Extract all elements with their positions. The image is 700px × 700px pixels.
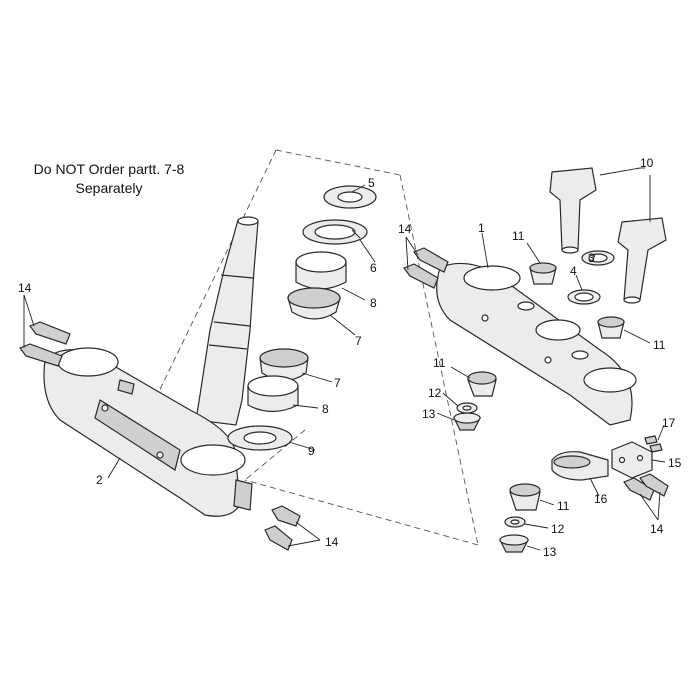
callout-12-b: 12	[551, 522, 565, 536]
part-16-clamp	[551, 451, 609, 481]
part-14-bolts-bottom	[264, 505, 301, 551]
part-14-bolts-right	[623, 473, 669, 501]
part-17-screws	[644, 435, 663, 453]
callout-14-bottom: 14	[325, 535, 339, 549]
part-11-rubber-mount-b	[597, 316, 625, 339]
part-11-rubber-mount-d	[509, 483, 541, 511]
part-7-bearing-upper	[287, 287, 341, 320]
callout-5: 5	[368, 176, 375, 190]
part-10-handlebar-riser-left	[549, 167, 597, 254]
callout-14-right: 14	[650, 522, 664, 536]
callout-3: 3	[588, 251, 595, 265]
callout-7-lower: 7	[334, 376, 341, 390]
callout-15: 15	[668, 456, 682, 470]
note-line-2: Separately	[75, 180, 143, 196]
part-14-bolts-left	[19, 321, 71, 367]
part-8-bearing-cup-lower	[247, 375, 299, 413]
part-6-washer	[302, 219, 368, 245]
part-3-cap	[581, 250, 615, 266]
callout-16: 16	[594, 492, 608, 506]
part-1-upper-triple-clamp	[436, 262, 637, 426]
part-11-rubber-mount-c	[467, 371, 497, 397]
callout-9: 9	[308, 444, 315, 458]
part-12-washer-a	[456, 402, 478, 414]
leader-lines	[23, 167, 666, 551]
callout-11-b: 11	[653, 338, 666, 352]
callout-7-upper: 7	[355, 334, 362, 348]
part-4-washer	[567, 289, 601, 305]
callout-8-upper: 8	[370, 296, 377, 310]
callout-4: 4	[570, 264, 577, 278]
callout-2: 2	[96, 473, 103, 487]
part-5-nut	[323, 185, 377, 209]
part-8-bearing-cup-upper	[295, 251, 347, 290]
callout-1: 1	[478, 221, 485, 235]
callout-6: 6	[370, 261, 377, 275]
part-11-rubber-mount-a	[529, 262, 557, 285]
part-12-washer-b	[504, 516, 526, 528]
part-7-bearing-lower	[259, 348, 309, 382]
callout-14-upper: 14	[398, 222, 412, 236]
callout-13-b: 13	[543, 545, 557, 559]
callout-13-a: 13	[422, 407, 436, 421]
callout-11-a: 11	[512, 229, 525, 243]
part-13-nut-a	[453, 412, 481, 431]
callout-8-lower: 8	[322, 402, 329, 416]
assembly-guide-lines	[149, 149, 479, 546]
note-line-1: Do NOT Order partt. 7-8	[33, 161, 185, 177]
part-13-nut-b	[499, 534, 529, 553]
callout-11-c: 11	[433, 356, 446, 370]
callout-labels: 1 2 3 4 5 6 7 7 8 8 9 10 11 11 11 11 12 …	[18, 156, 682, 559]
callout-12-a: 12	[428, 386, 442, 400]
callout-17: 17	[662, 416, 676, 430]
part-9-seal	[227, 425, 293, 451]
callout-14-left: 14	[18, 281, 32, 295]
part-2-lower-triple-clamp	[43, 216, 259, 517]
part-14-bolts-upper	[403, 247, 449, 289]
callout-11-d: 11	[557, 499, 570, 513]
callout-10: 10	[640, 156, 654, 170]
part-15-bracket	[611, 441, 653, 479]
part-10-handlebar-riser-right	[617, 217, 667, 304]
